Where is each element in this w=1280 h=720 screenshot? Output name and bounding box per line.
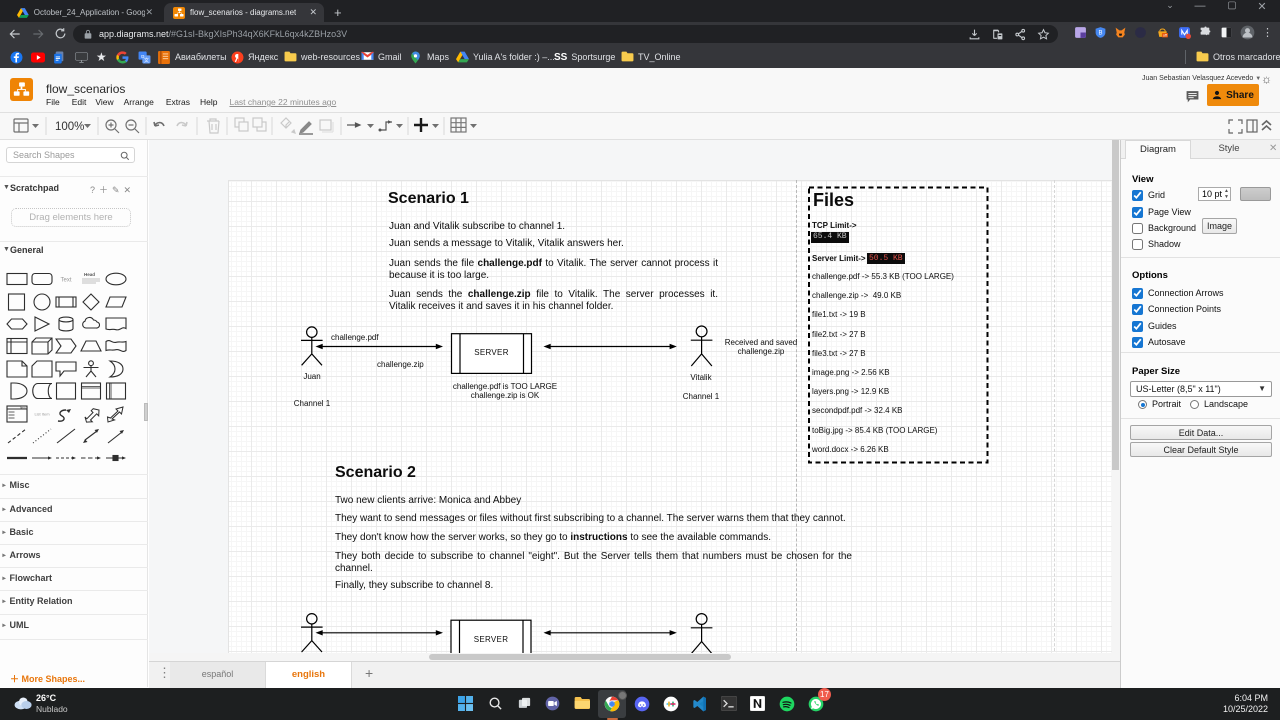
svg-text:Item: Item — [20, 405, 26, 409]
svg-text:G: G — [141, 53, 145, 59]
svg-text:Head: Head — [84, 272, 95, 277]
svg-text:List Item: List Item — [34, 411, 50, 416]
svg-text:off: off — [1163, 34, 1167, 38]
svg-text:Text: Text — [61, 278, 72, 284]
svg-text:100%: 100% — [55, 121, 84, 133]
svg-text:文: 文 — [144, 56, 149, 63]
svg-text:B: B — [1099, 31, 1103, 37]
